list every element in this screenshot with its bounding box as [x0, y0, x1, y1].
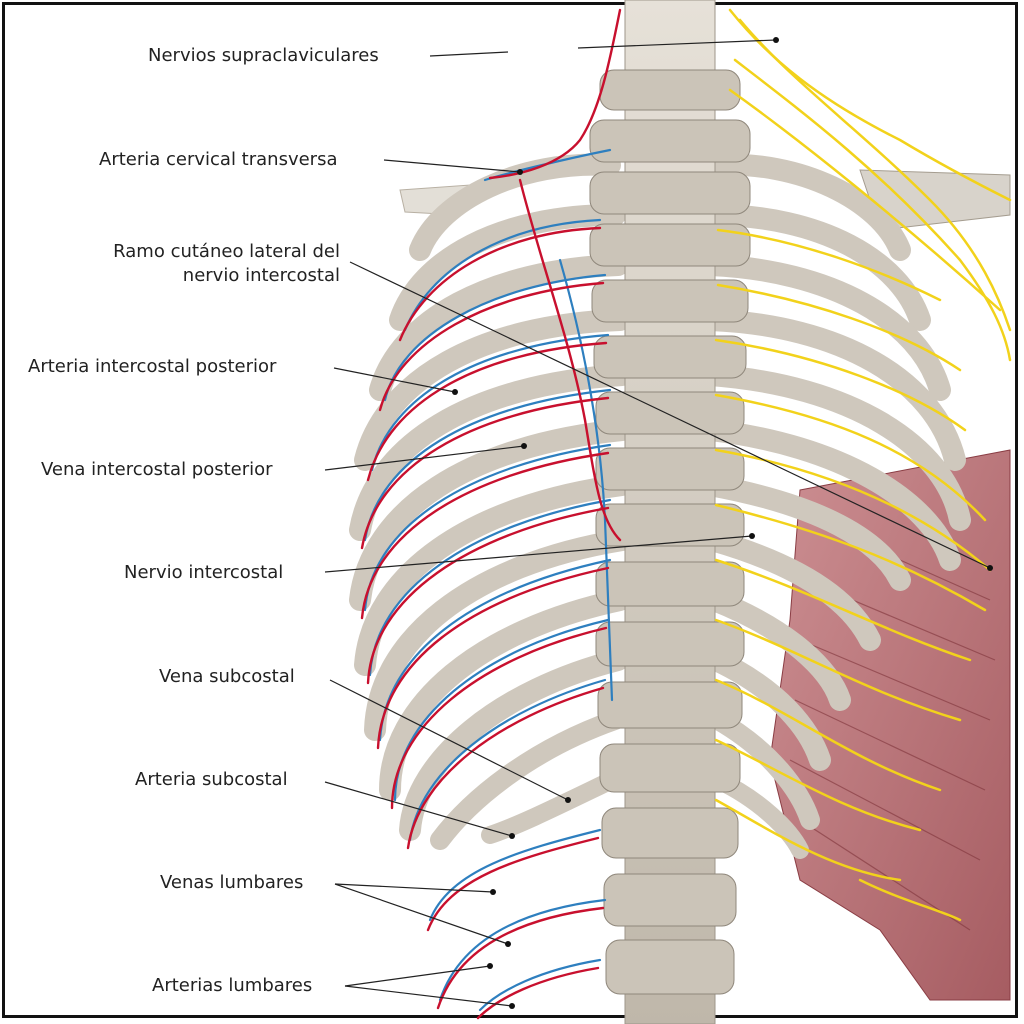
label-supraclavicular-nerves: Nervios supraclaviculares [148, 45, 379, 66]
label-transverse-cervical-artery: Arteria cervical transversa [99, 149, 338, 170]
leader-dots [452, 37, 993, 1009]
label-posterior-intercostal-artery: Arteria intercostal posterior [28, 356, 277, 377]
arteries [360, 8, 622, 1020]
label-posterior-intercostal-vein: Vena intercostal posterior [41, 459, 273, 480]
leader-lines [324, 39, 991, 1007]
label-lateral-cutaneous-branch-line1: Ramo cutáneo lateral del [113, 241, 340, 262]
vertebral-column [589, 0, 751, 1024]
ribs-left [349, 153, 633, 850]
ribs-right [699, 153, 971, 859]
nerves [714, 8, 1012, 922]
label-subcostal-artery: Arteria subcostal [135, 769, 288, 790]
label-lateral-cutaneous-branch-line2: nervio intercostal [182, 265, 340, 286]
label-intercostal-nerve: Nervio intercostal [124, 562, 284, 583]
label-lumbar-veins: Venas lumbares [160, 872, 304, 893]
label-lumbar-arteries: Arterias lumbares [152, 975, 313, 996]
label-subcostal-vein: Vena subcostal [159, 666, 295, 687]
